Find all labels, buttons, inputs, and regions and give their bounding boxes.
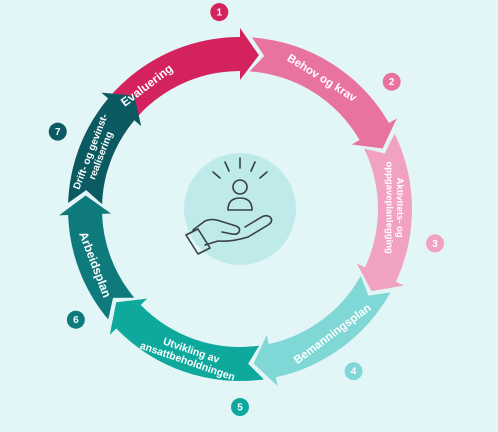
person-in-hand-icon xyxy=(185,157,273,255)
step-label-line: Aktivitets- og xyxy=(394,178,405,238)
cycle-arrow-step-7 xyxy=(68,92,142,205)
badge-number: 1 xyxy=(217,8,223,19)
badge-circle xyxy=(48,122,67,141)
center-circle xyxy=(184,153,296,265)
cycle-arrow-step-2 xyxy=(249,37,397,149)
badge-number: 3 xyxy=(432,239,438,250)
badge-number: 5 xyxy=(237,403,243,414)
badge-circle xyxy=(66,310,85,329)
step-label-line: oppgaveplanlegging xyxy=(383,161,394,254)
badge-number: 6 xyxy=(73,315,79,326)
step-number-badges: 1 2 3 4 5 6 7 xyxy=(48,3,444,416)
badge-number: 2 xyxy=(389,77,395,88)
cycle-arcs xyxy=(59,28,413,387)
step-label-3: Aktivitets- ogoppgaveplanlegging xyxy=(383,161,404,254)
cycle-arrow-step-4 xyxy=(253,275,391,387)
cycle-arrow-step-5 xyxy=(109,298,264,381)
badge-circle xyxy=(382,72,401,91)
cycle-arrow-step-6 xyxy=(59,195,135,320)
center-illustration xyxy=(184,153,296,265)
badge-number: 4 xyxy=(351,367,357,378)
step-number-badge-1: 1 xyxy=(210,3,229,22)
step-number-badge-2: 2 xyxy=(382,72,401,91)
badge-circle xyxy=(231,398,249,416)
step-number-badge-7: 7 xyxy=(48,122,67,141)
step-number-badge-6: 6 xyxy=(66,310,85,329)
step-number-badge-4: 4 xyxy=(344,362,363,381)
badge-circle xyxy=(210,3,229,22)
step-number-badge-3: 3 xyxy=(425,234,444,253)
badge-number: 7 xyxy=(55,127,61,138)
badge-circle xyxy=(344,362,363,381)
step-number-badge-5: 5 xyxy=(231,398,249,416)
badge-circle xyxy=(425,234,444,253)
cycle-arrow-step-3 xyxy=(356,133,413,292)
